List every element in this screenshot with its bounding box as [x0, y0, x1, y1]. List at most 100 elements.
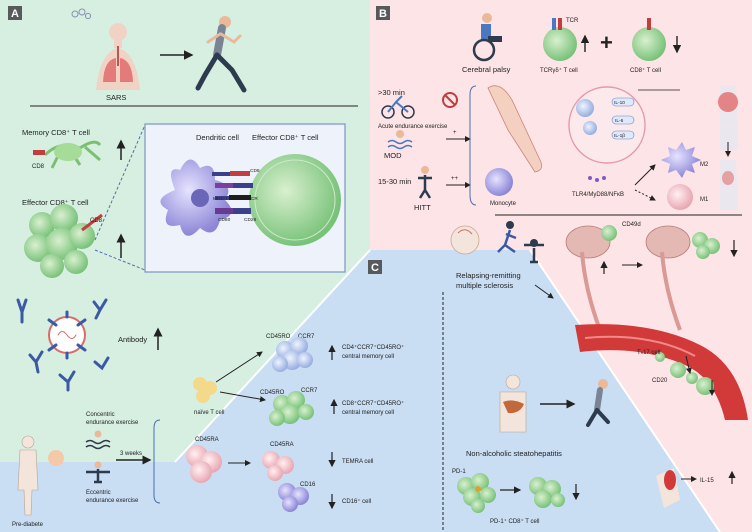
m2-label: M2	[700, 162, 709, 168]
rrms-label-2: multiple sclerosis	[456, 281, 513, 290]
cd45ro-label-2: CD45RO	[260, 390, 285, 396]
pd1-cell-label: PD-1⁺ CD8⁺ T cell	[490, 518, 539, 525]
m1-label: M1	[700, 197, 709, 203]
eccentric-label-2: endurance exercise	[86, 498, 139, 504]
m2-macrophage-icon	[661, 142, 701, 178]
injured-leg-icon	[718, 85, 738, 210]
panel-b: B Cerebral palsy TCR TCRγδ⁺ T cell + CD8…	[376, 6, 742, 331]
monocyte-label: Monocyte	[490, 201, 517, 207]
gt30-label: >30 min	[378, 88, 405, 97]
antibody-label: Antibody	[118, 335, 147, 344]
swimming-icon	[387, 130, 413, 150]
cd8-memory-label-2: central memory cell	[342, 410, 394, 416]
panel-a: A SARS Memory CD8⁺ T cell	[8, 6, 358, 392]
eccentric-label-1: Eccentric	[86, 490, 111, 496]
concentric-label-2: endurance exercise	[86, 420, 139, 426]
memory-cd8-label: Memory CD8⁺ T cell	[22, 128, 90, 137]
cd16-label: CD16	[300, 482, 316, 488]
panel-b-background	[370, 0, 752, 532]
tcr-label-b: TCR	[566, 18, 579, 24]
weeks-label: 3 weeks	[120, 451, 142, 457]
panel-c-letter: C	[371, 262, 379, 274]
tcr-gd-label: TCRγδ⁺ T cell	[540, 67, 578, 74]
tcr-gd-cell-icon	[543, 27, 577, 61]
pd1-cluster-icon	[457, 473, 496, 513]
brain-spine-icon-2	[645, 225, 691, 331]
panel-b-letter: B	[379, 8, 387, 20]
cd80-label: CD80	[218, 217, 231, 223]
cd45ra-label-2: CD45RA	[270, 442, 294, 448]
cd8-memory-cluster-icon	[269, 391, 314, 426]
inset-cd8-label: CD8	[250, 168, 260, 174]
antibody-icon	[16, 298, 110, 392]
runner-icon-c	[586, 379, 610, 427]
exercise-figures-icon	[497, 221, 544, 264]
mhc1-label: MHC-I	[213, 196, 227, 202]
cd45ro-label-1: CD45RO	[266, 334, 291, 340]
liver-person-icon	[499, 374, 527, 433]
wheelchair-icon	[472, 13, 502, 62]
cd16-cell-label: CD16⁺ cell	[342, 498, 371, 505]
cd8-memory-label-1: CD8⁺CCR7⁺CD45RO⁺	[342, 400, 404, 407]
il6-label: IL-6	[615, 118, 624, 124]
m1-macrophage-icon	[667, 184, 693, 210]
il1b-label: IL-1β	[614, 133, 625, 139]
cd4-memory-label-2: central memory cell	[342, 354, 394, 360]
mod-plus: +	[453, 130, 457, 136]
effector-inset-label: Effector CD8⁺ T cell	[252, 133, 319, 142]
pd1-cluster-icon-2	[529, 477, 565, 508]
effector-t-cell-icon	[249, 154, 341, 246]
panel-c-background	[0, 250, 720, 532]
cd45ra-label-1: CD45RA	[195, 437, 219, 443]
monocyte-icon	[485, 168, 513, 196]
dendritic-cell-label: Dendritic cell	[196, 133, 239, 142]
cd16-cluster-icon	[278, 483, 309, 512]
il10-label: IL-10	[614, 100, 625, 106]
no-sign-icon	[442, 92, 458, 108]
acute-endurance-label: Acute endurance exercise	[378, 124, 448, 130]
cd20-label: CD20	[652, 378, 668, 384]
th17-label: Tₕ17 cell	[637, 350, 660, 356]
ccr7-label-2: CCR7	[301, 388, 318, 394]
cd8-cell-icon-b	[632, 27, 666, 61]
nash-label: Non-alcoholic steatohepatitis	[466, 449, 562, 458]
naive-label: naïve T cell	[194, 410, 224, 416]
runner-icon	[195, 16, 247, 93]
concentric-label-1: Concentric	[86, 412, 115, 418]
weightlifter-icon	[86, 461, 110, 484]
sars-label: SARS	[106, 93, 126, 102]
pd1-label: PD-1	[452, 469, 466, 475]
hitt-label: HITT	[414, 203, 431, 212]
ccr7-label-1: CCR7	[298, 334, 315, 340]
time-range-label: 15-30 min	[378, 177, 411, 186]
cd4-memory-cluster-icon	[272, 337, 313, 372]
head-brain-icon	[450, 225, 480, 255]
brain-spine-icon	[565, 225, 611, 331]
memory-cd8-marker: CD8	[32, 164, 45, 170]
cd4-memory-label-1: CD4⁺CCR7⁺CD45RO⁺	[342, 344, 404, 351]
cd49d-label: CD49d	[622, 222, 641, 228]
cerebral-palsy-label: Cerebral palsy	[462, 65, 511, 74]
temra-label: TEMRA cell	[342, 459, 373, 465]
tcr-label: TCR	[248, 196, 258, 202]
prediabete-label: Pre-diabete	[12, 522, 44, 528]
panel-c: C CD45RO CCR7 CD4⁺CCR7⁺CD45RO⁺ central m…	[12, 260, 736, 532]
temra-cluster-icon	[262, 451, 294, 481]
synapse-inset: Dendritic cell Effector CD8⁺ T cell CD8 …	[144, 123, 346, 273]
cd8-t-label-b: CD8⁺ T cell	[630, 67, 661, 74]
rrms-label-1: Relapsing-remitting	[456, 271, 521, 280]
effector-t-cell-cluster-icon	[24, 204, 103, 278]
blood-cell-icon	[186, 445, 222, 483]
hitt-plusplus: ++	[451, 176, 459, 182]
effector-cd8-marker: CD8	[90, 218, 103, 224]
cd28-label: CD28	[244, 217, 257, 223]
mod-label: MOD	[384, 151, 402, 160]
leg-muscle-icon	[487, 85, 543, 173]
memory-t-cell-icon	[33, 140, 102, 169]
panel-a-letter: A	[11, 8, 19, 20]
muscle-arm-icon	[656, 468, 680, 508]
naive-t-cell-icon	[193, 377, 217, 403]
lungs-icon	[71, 8, 140, 90]
